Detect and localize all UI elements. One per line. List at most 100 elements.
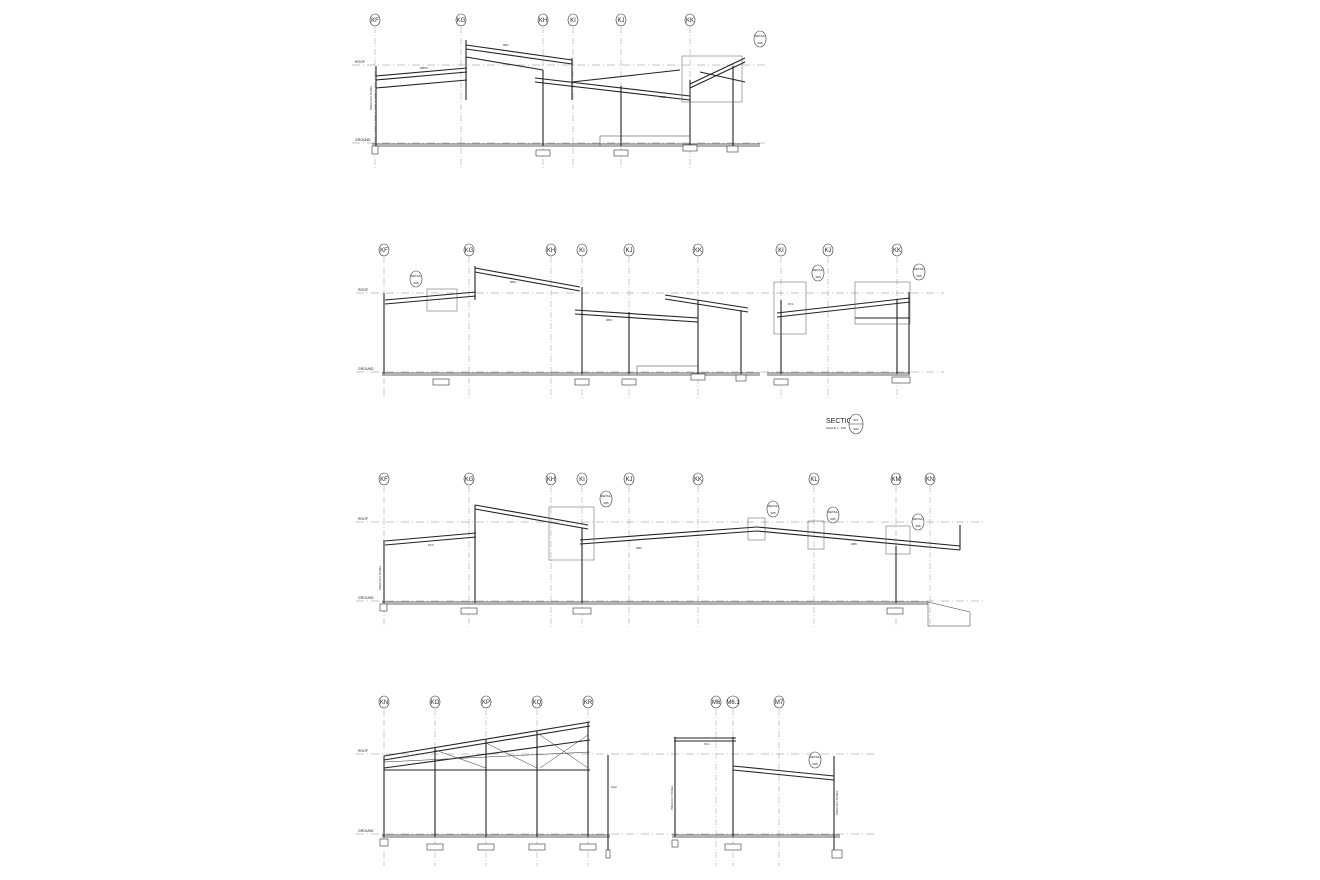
level-ground: GROUND [358, 829, 374, 833]
roof-framing [384, 267, 911, 323]
grid-label-kn: KN [380, 700, 388, 706]
detail-bubble-top: DETAIL [411, 274, 422, 278]
detail-bubble-bottom: S05 [916, 274, 922, 278]
grid-bubbles: KF KG KH KI KJ KK KL KM KN [378, 472, 936, 486]
detail-bubble-bottom: S05 [815, 275, 821, 279]
roof-framing [375, 44, 746, 101]
grid-label-kl: KL [810, 477, 818, 483]
section-number: 007 [853, 418, 858, 422]
grid-label-kj: KJ [617, 18, 624, 24]
grid-label-kk: KK [694, 477, 702, 483]
detail-bubble-bottom: S05 [915, 524, 921, 528]
member-tag: RB3 [606, 318, 612, 322]
grid-lines [374, 27, 691, 170]
level-roof: ROOF [358, 749, 368, 753]
grid-label-m6: M6 [712, 700, 721, 706]
section-title-block: SECTION SCALE 1 : 100 007 S02 [826, 413, 864, 435]
roof-framing [383, 721, 835, 781]
columns [375, 40, 734, 146]
grid-lines [383, 709, 780, 866]
detail-bubble-bottom: S05 [413, 281, 419, 285]
section-4: KN KO KP KQ KR M6 M6.1 M7 ROOF GROUND [356, 695, 876, 866]
roof-framing [384, 504, 961, 551]
footings [379, 603, 904, 615]
detail-bubble-top: DETAIL [810, 755, 821, 759]
grid-label-ki: KI [579, 248, 585, 254]
member-tag: RB2 [660, 95, 666, 99]
detail-bubble [753, 30, 767, 48]
ground-slab [382, 601, 971, 627]
grid-label-kk: KK [694, 248, 702, 254]
grid-label-kk: KK [893, 248, 901, 254]
section-1: KF KG KH KI KJ KK ROOF GROUND [352, 13, 767, 170]
panel-label: PRECAST PANEL [369, 85, 373, 110]
detail-bubble-bottom: S05 [757, 41, 763, 45]
panel-label: PRECAST PANEL [835, 790, 839, 815]
grid-label-kq: KQ [533, 700, 542, 706]
panel-label: SC1 [704, 742, 710, 746]
grid-label-kg: KG [457, 18, 466, 24]
section-2: KF KG KH KI KJ KK KI KJ KK ROOF GROUND [356, 243, 944, 400]
level-roof: ROOF [355, 60, 365, 64]
detail-bubble-top: DETAIL [828, 510, 839, 514]
grid-label-km: KM [892, 477, 901, 483]
detail-bubble-top: DETAIL [913, 517, 924, 521]
detail-bubble-bottom: S05 [830, 517, 836, 521]
detail-bubble-top: DETAIL [601, 494, 612, 498]
grid-label-ki: KI [570, 18, 576, 24]
grid-label-kg: KG [465, 248, 474, 254]
detail-bubble-top: DETAIL [914, 267, 925, 271]
level-roof: ROOF [358, 517, 368, 521]
grid-bubbles: KF KG KH KI KJ KK KI KJ KK [378, 243, 903, 257]
panel-label: SC2 [611, 785, 617, 789]
detail-bubble-top: DETAIL [755, 34, 766, 38]
footings [379, 838, 843, 859]
grid-label-kh: KH [539, 18, 547, 24]
grid-label-kf: KF [380, 477, 388, 483]
grid-label-kr: KR [584, 700, 593, 706]
level-ground: GROUND [358, 367, 374, 371]
member-tag: RB3 [636, 546, 642, 550]
grid-bubbles: KN KO KP KQ KR M6 M6.1 M7 [378, 695, 785, 709]
detail-bubble-top: DETAIL [813, 268, 824, 272]
grid-label-kj: KJ [824, 248, 831, 254]
detail-bubble-bottom: S05 [812, 762, 818, 766]
member-tag: RB6 [851, 542, 857, 546]
member-tag: RB50 [420, 66, 428, 70]
grid-label-ki: KI [778, 248, 784, 254]
section-3: KF KG KH KI KJ KK KL KM KN ROOF GROUND [356, 472, 984, 628]
detail-bubble-top: DETAIL [768, 504, 779, 508]
footings [432, 373, 911, 386]
grid-label-ko: KO [431, 700, 440, 706]
member-tag: RB7 [503, 43, 509, 47]
detail-bubble-bottom: S05 [603, 501, 609, 505]
grid-label-kg: KG [465, 477, 474, 483]
member-tag: RBS [510, 280, 516, 284]
columns [383, 722, 835, 852]
ground-slab [382, 834, 840, 838]
columns [383, 505, 961, 603]
grid-lines [383, 486, 931, 628]
grid-label-kh: KH [547, 248, 555, 254]
grid-label-kf: KF [371, 18, 379, 24]
grid-label-kj: KJ [625, 248, 632, 254]
panel-label: PRECAST PANEL [670, 785, 674, 810]
level-ground: GROUND [355, 138, 371, 142]
grid-label-ki: KI [579, 477, 585, 483]
detail-bubble-bottom: S05 [770, 511, 776, 515]
grid-bubbles: KF KG KH KI KJ KK [369, 13, 696, 27]
grid-label-kf: KF [380, 248, 388, 254]
grid-label-kh: KH [547, 477, 555, 483]
grid-label-m6-1: M6.1 [726, 700, 740, 706]
grid-label-m7: M7 [775, 700, 784, 706]
section-sheet: S02 [853, 427, 859, 431]
grid-label-kj: KJ [625, 477, 632, 483]
grid-label-kk: KK [686, 18, 694, 24]
columns [383, 266, 910, 374]
footings [371, 144, 739, 157]
section-scale: SCALE 1 : 100 [826, 426, 846, 430]
section-title: SECTION [826, 418, 857, 425]
ground-slab [382, 365, 910, 376]
member-tag: PF1 [788, 302, 794, 306]
